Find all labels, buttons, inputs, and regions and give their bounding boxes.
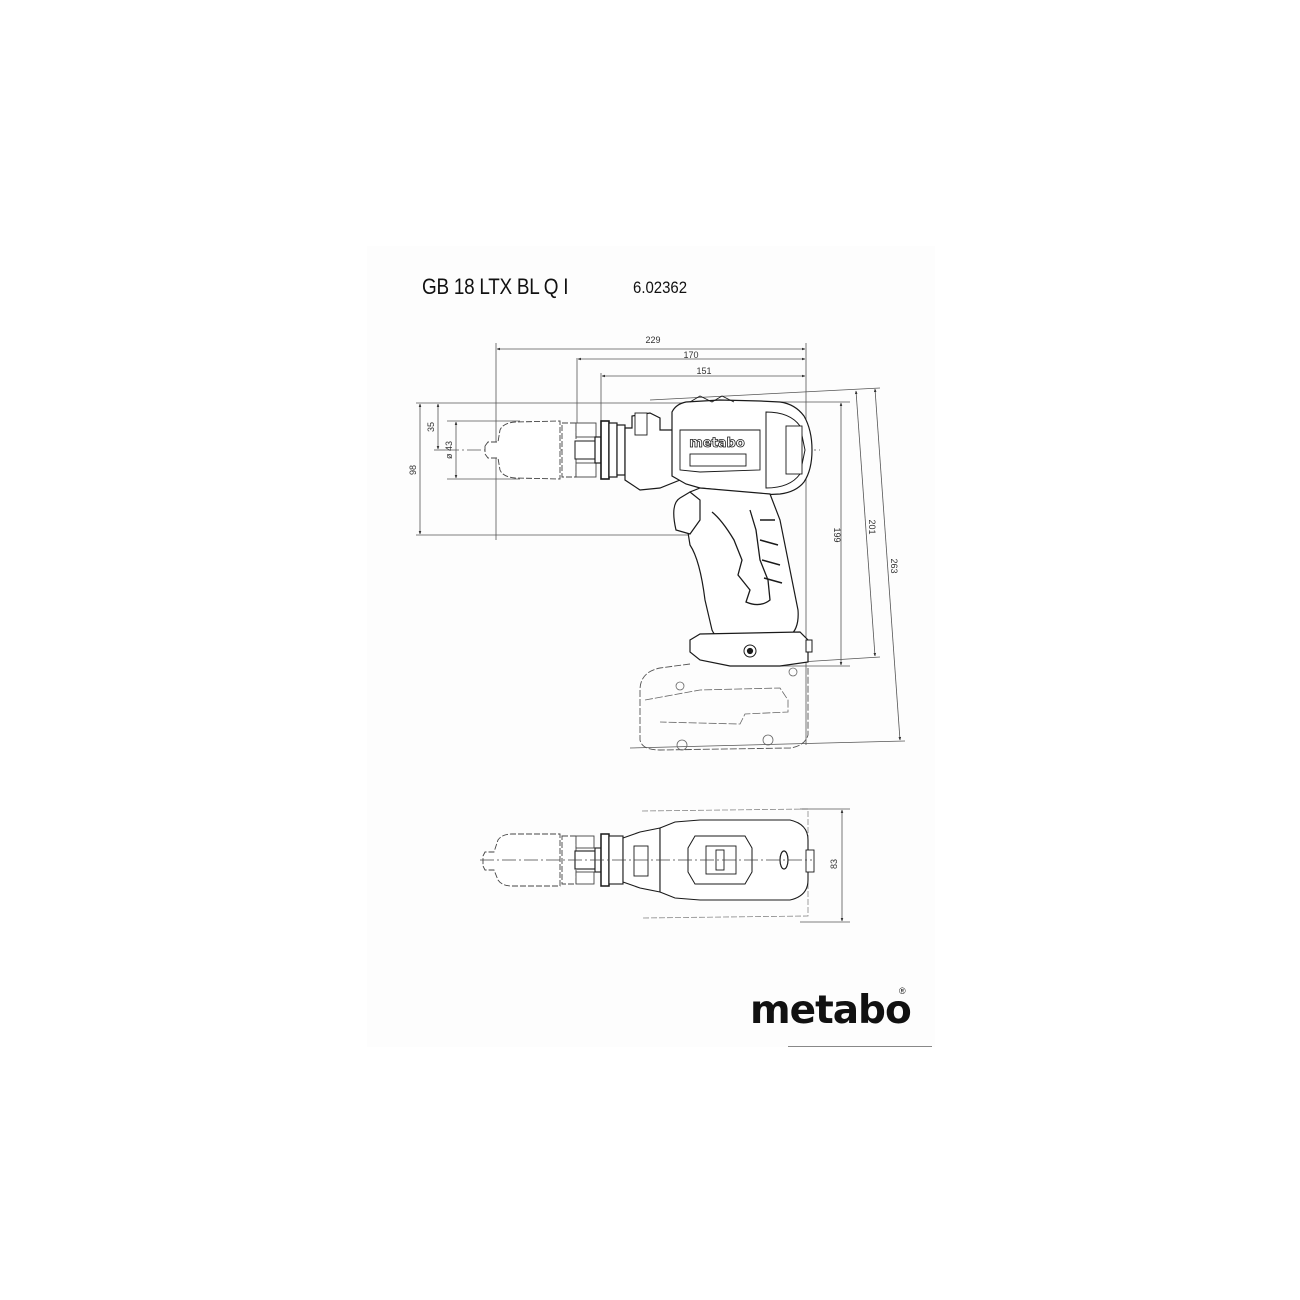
side-view-drill [484, 395, 813, 751]
brand-logo: metabo [750, 988, 912, 1033]
chuck [484, 420, 597, 480]
dim-diameter-43: ø 43 [444, 441, 454, 459]
housing-logo: metabo [689, 436, 745, 451]
dim-199: 199 [832, 527, 842, 542]
part-number: 6.02362 [633, 278, 688, 297]
footer-rule [788, 1046, 932, 1047]
top-view-drill [480, 808, 815, 919]
right-dimensions [629, 387, 906, 749]
dim-83: 83 [829, 859, 839, 869]
dim-263: 263 [889, 558, 899, 573]
horizontal-dimensions [495, 343, 807, 540]
registered-mark: ® [899, 986, 906, 996]
top-dimension [800, 808, 850, 923]
dim-35: 35 [426, 422, 436, 432]
dim-98: 98 [408, 465, 418, 475]
dim-201: 201 [867, 519, 877, 534]
model-title: GB 18 LTX BL Q I [422, 274, 569, 299]
dim-170: 170 [683, 350, 698, 360]
dim-229: 229 [645, 335, 660, 345]
dim-151: 151 [696, 366, 711, 376]
